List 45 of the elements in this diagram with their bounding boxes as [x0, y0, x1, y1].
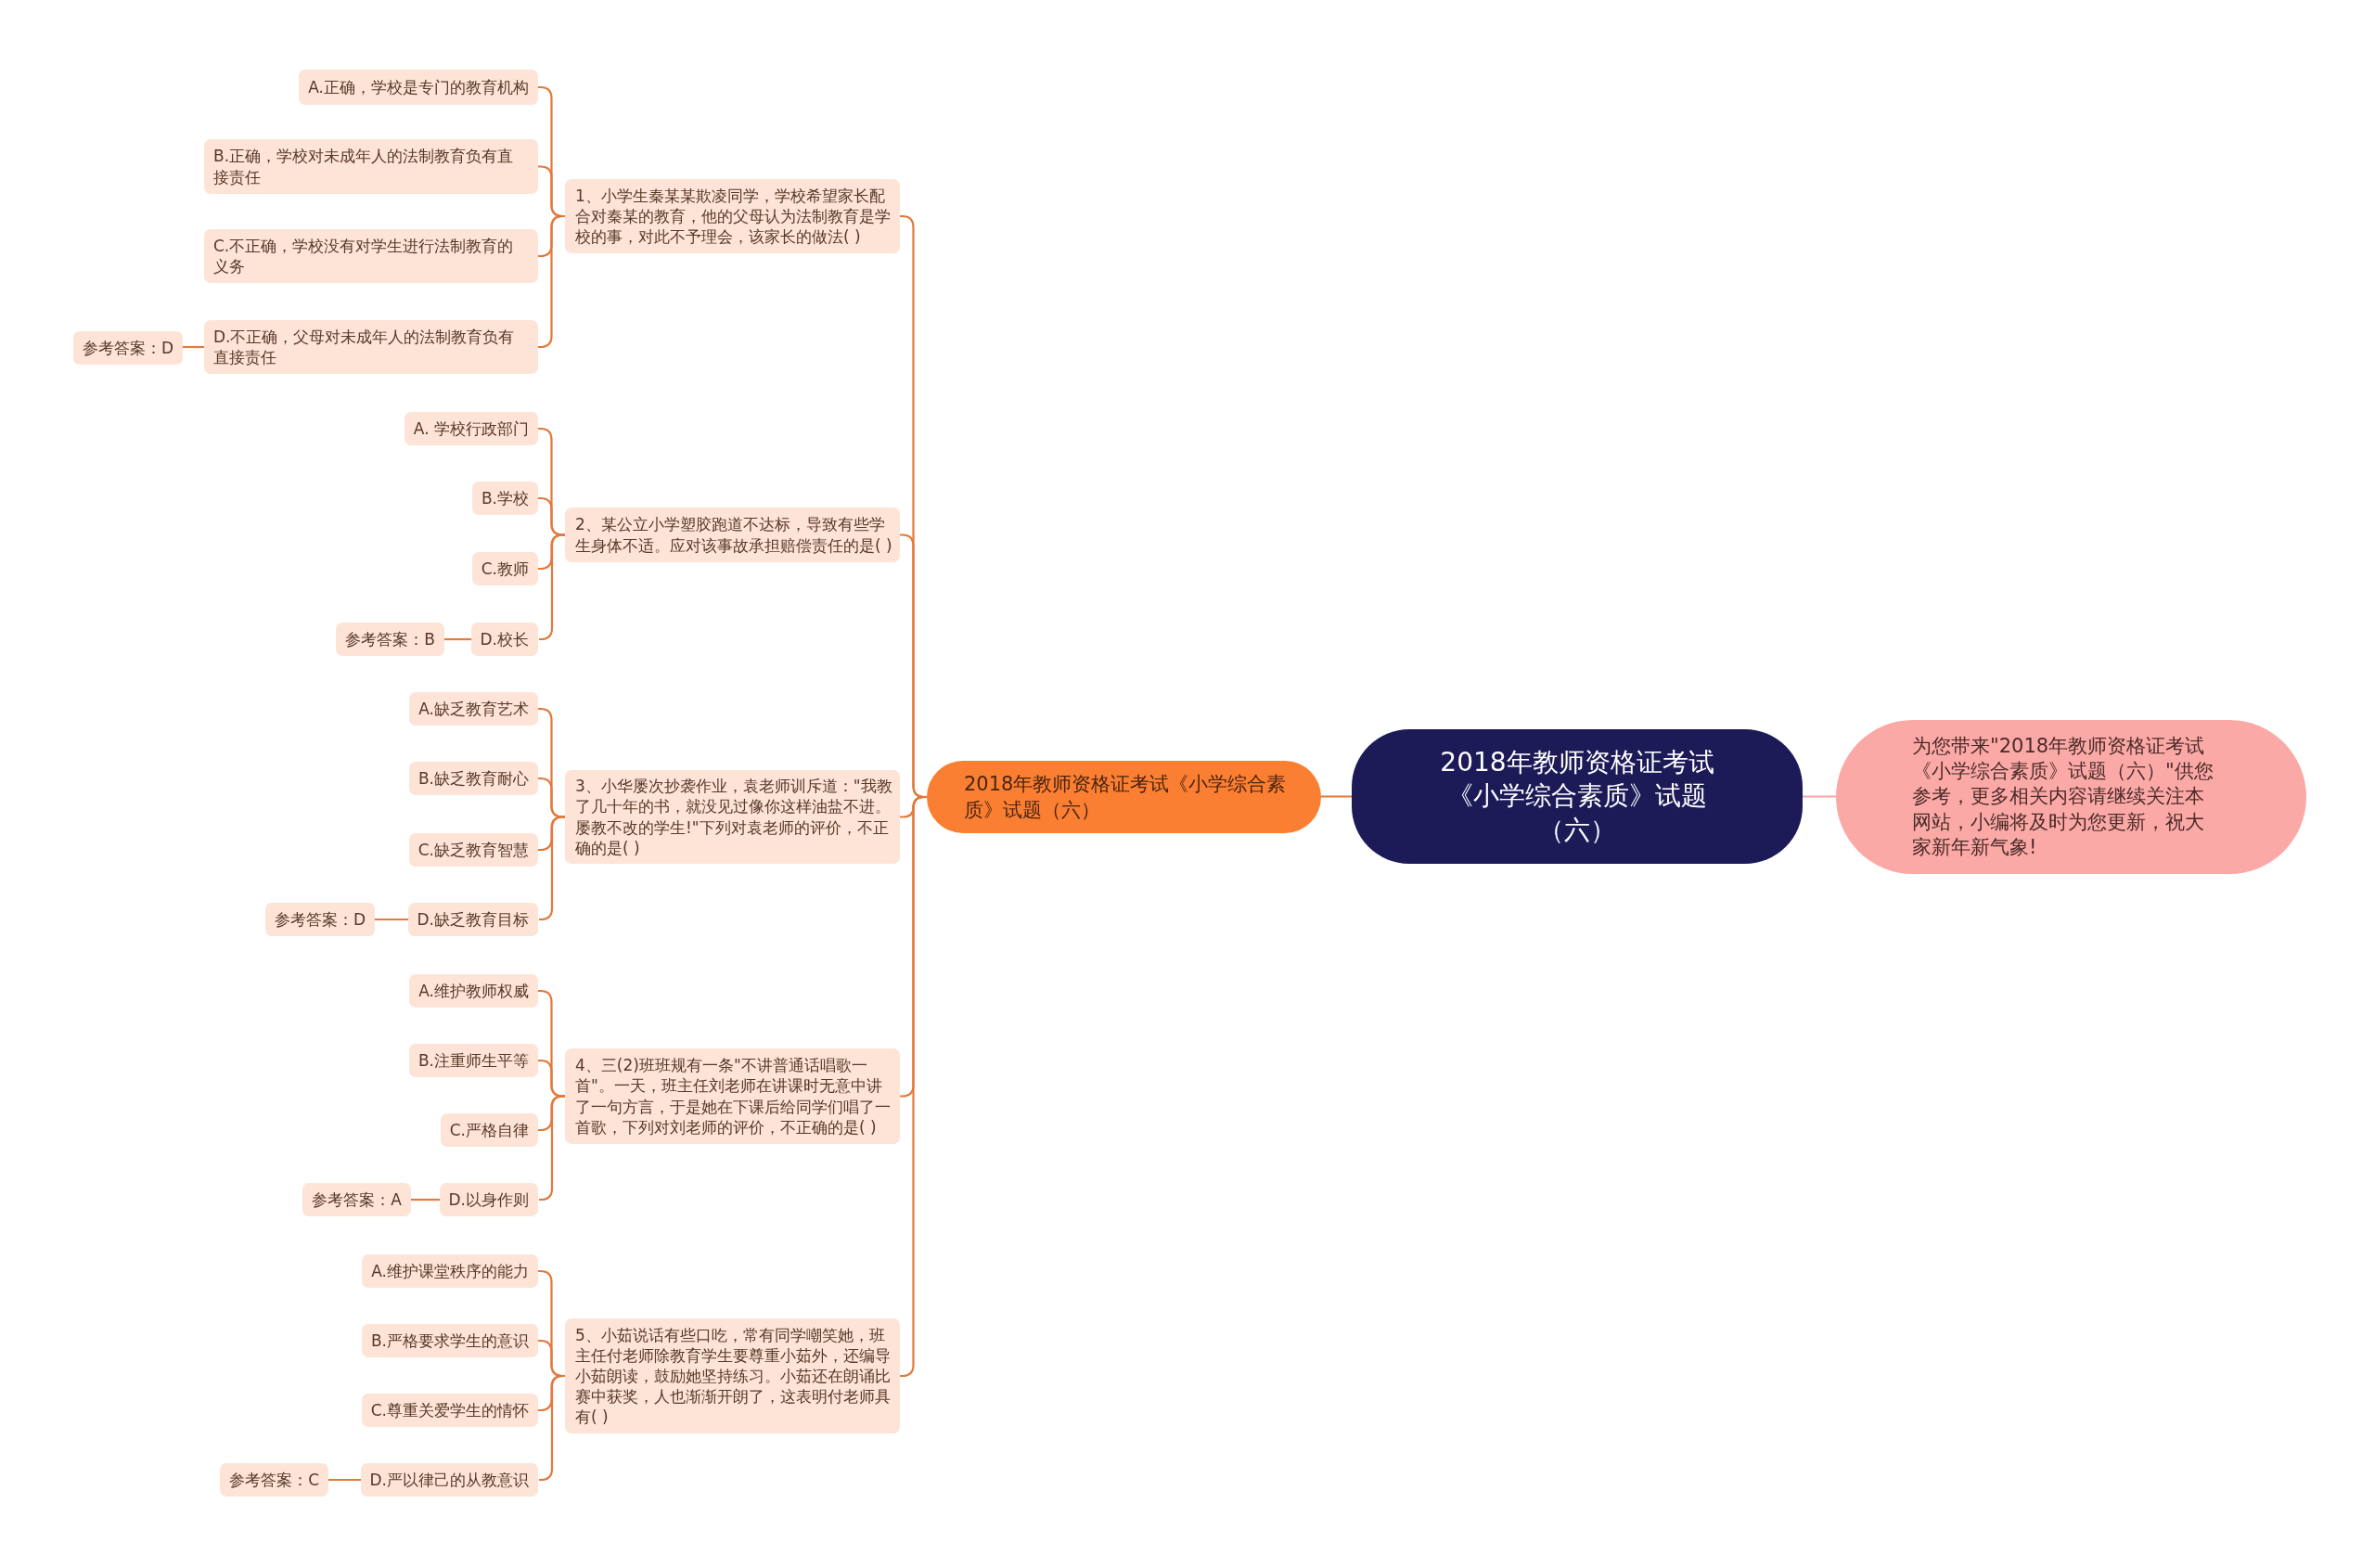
option-box: B.正确，学校对未成年人的法制教育负有直接责任: [204, 139, 538, 194]
option-box: C.教师: [471, 552, 538, 585]
question-box: 5、小茹说话有些口吃，常有同学嘲笑她，班主任付老师除教育学生要尊重小茹外，还编导小茹朗读，鼓励她坚持练习。小茹还在朗诵比赛中获奖，人也渐渐开朗了，这表明付老师具有( ): [565, 1318, 900, 1433]
connector-line: [1803, 795, 1836, 798]
option-box: A.维护课堂秩序的能力: [362, 1254, 538, 1288]
connector-line: [444, 637, 471, 641]
question-box: 4、三(2)班班规有一条"不讲普通话唱歌一首"。一天，班主任刘老师在讲课时无意中讲了一句方言，于是她在下课后给同学们唱了一首歌，下列对刘老师的评价，不正确的是( ): [565, 1048, 900, 1144]
connector-line: [539, 1374, 565, 1482]
connector-line: [411, 1198, 440, 1202]
option-box: D.不正确，父母对未成年人的法制教育负有直接责任: [204, 320, 538, 374]
connector-line: [539, 816, 565, 921]
connector-line: [375, 918, 408, 921]
option-box: C.严格自律: [440, 1113, 538, 1147]
question-box: 2、某公立小学塑胶跑道不达标，导致有些学生身体不适。应对该事故承担赔偿责任的是( ): [565, 508, 900, 562]
option-box: A.缺乏教育艺术: [409, 692, 538, 726]
connector-line: [538, 214, 565, 349]
connector-line: [328, 1478, 361, 1482]
connector-line: [1321, 795, 1352, 798]
answer-tag: 参考答案：B: [336, 623, 444, 656]
branch-box: 2018年教师资格证考试《小学综合素质》试题（六）: [927, 761, 1321, 833]
connector-line: [183, 345, 204, 349]
option-box: A.维护教师权威: [409, 974, 538, 1008]
option-box: C.不正确，学校没有对学生进行法制教育的义务: [204, 229, 538, 283]
answer-tag: 参考答案：D: [72, 331, 183, 365]
answer-tag: 参考答案：A: [302, 1183, 411, 1216]
option-box: A. 学校行政部门: [404, 412, 538, 445]
option-box: D.缺乏教育目标: [407, 903, 538, 936]
answer-tag: 参考答案：C: [220, 1463, 328, 1497]
option-box: B.注重师生平等: [408, 1044, 538, 1077]
option-box: C.缺乏教育智慧: [408, 833, 538, 867]
option-box: D.校长: [470, 623, 538, 656]
answer-tag: 参考答案：D: [264, 903, 375, 936]
option-box: C.尊重关爱学生的情怀: [361, 1394, 538, 1427]
option-box: B.严格要求学生的意识: [361, 1324, 538, 1357]
note-bubble: 为您带来"2018年教师资格证考试《小学综合素质》试题（六）"供您参考，更多相关内容请继续关注本网站，小编将及时为您更新，祝大家新年新气象!: [1836, 720, 2306, 874]
option-box: B.学校: [471, 482, 538, 515]
connector-line: [539, 533, 565, 641]
topic-box: 2018年教师资格证考试《小学综合素质》试题（六）: [1352, 729, 1803, 864]
option-box: B.缺乏教育耐心: [408, 762, 538, 795]
option-box: D.严以律己的从教意识: [360, 1463, 538, 1497]
option-box: D.以身作则: [439, 1183, 538, 1216]
question-box: 3、小华屡次抄袭作业，袁老师训斥道："我教了几十年的书，就没见过像你这样油盐不进。屡教不改的学生!"下列对袁老师的评价，不正确的是( ): [565, 770, 900, 864]
connector-line: [539, 1095, 565, 1202]
option-box: A.正确，学校是专门的教育机构: [299, 70, 538, 105]
question-box: 1、小学生秦某某欺凌同学，学校希望家长配合对秦某的教育，他的父母认为法制教育是学校的事，对此不予理会，该家长的做法( ): [565, 179, 900, 253]
